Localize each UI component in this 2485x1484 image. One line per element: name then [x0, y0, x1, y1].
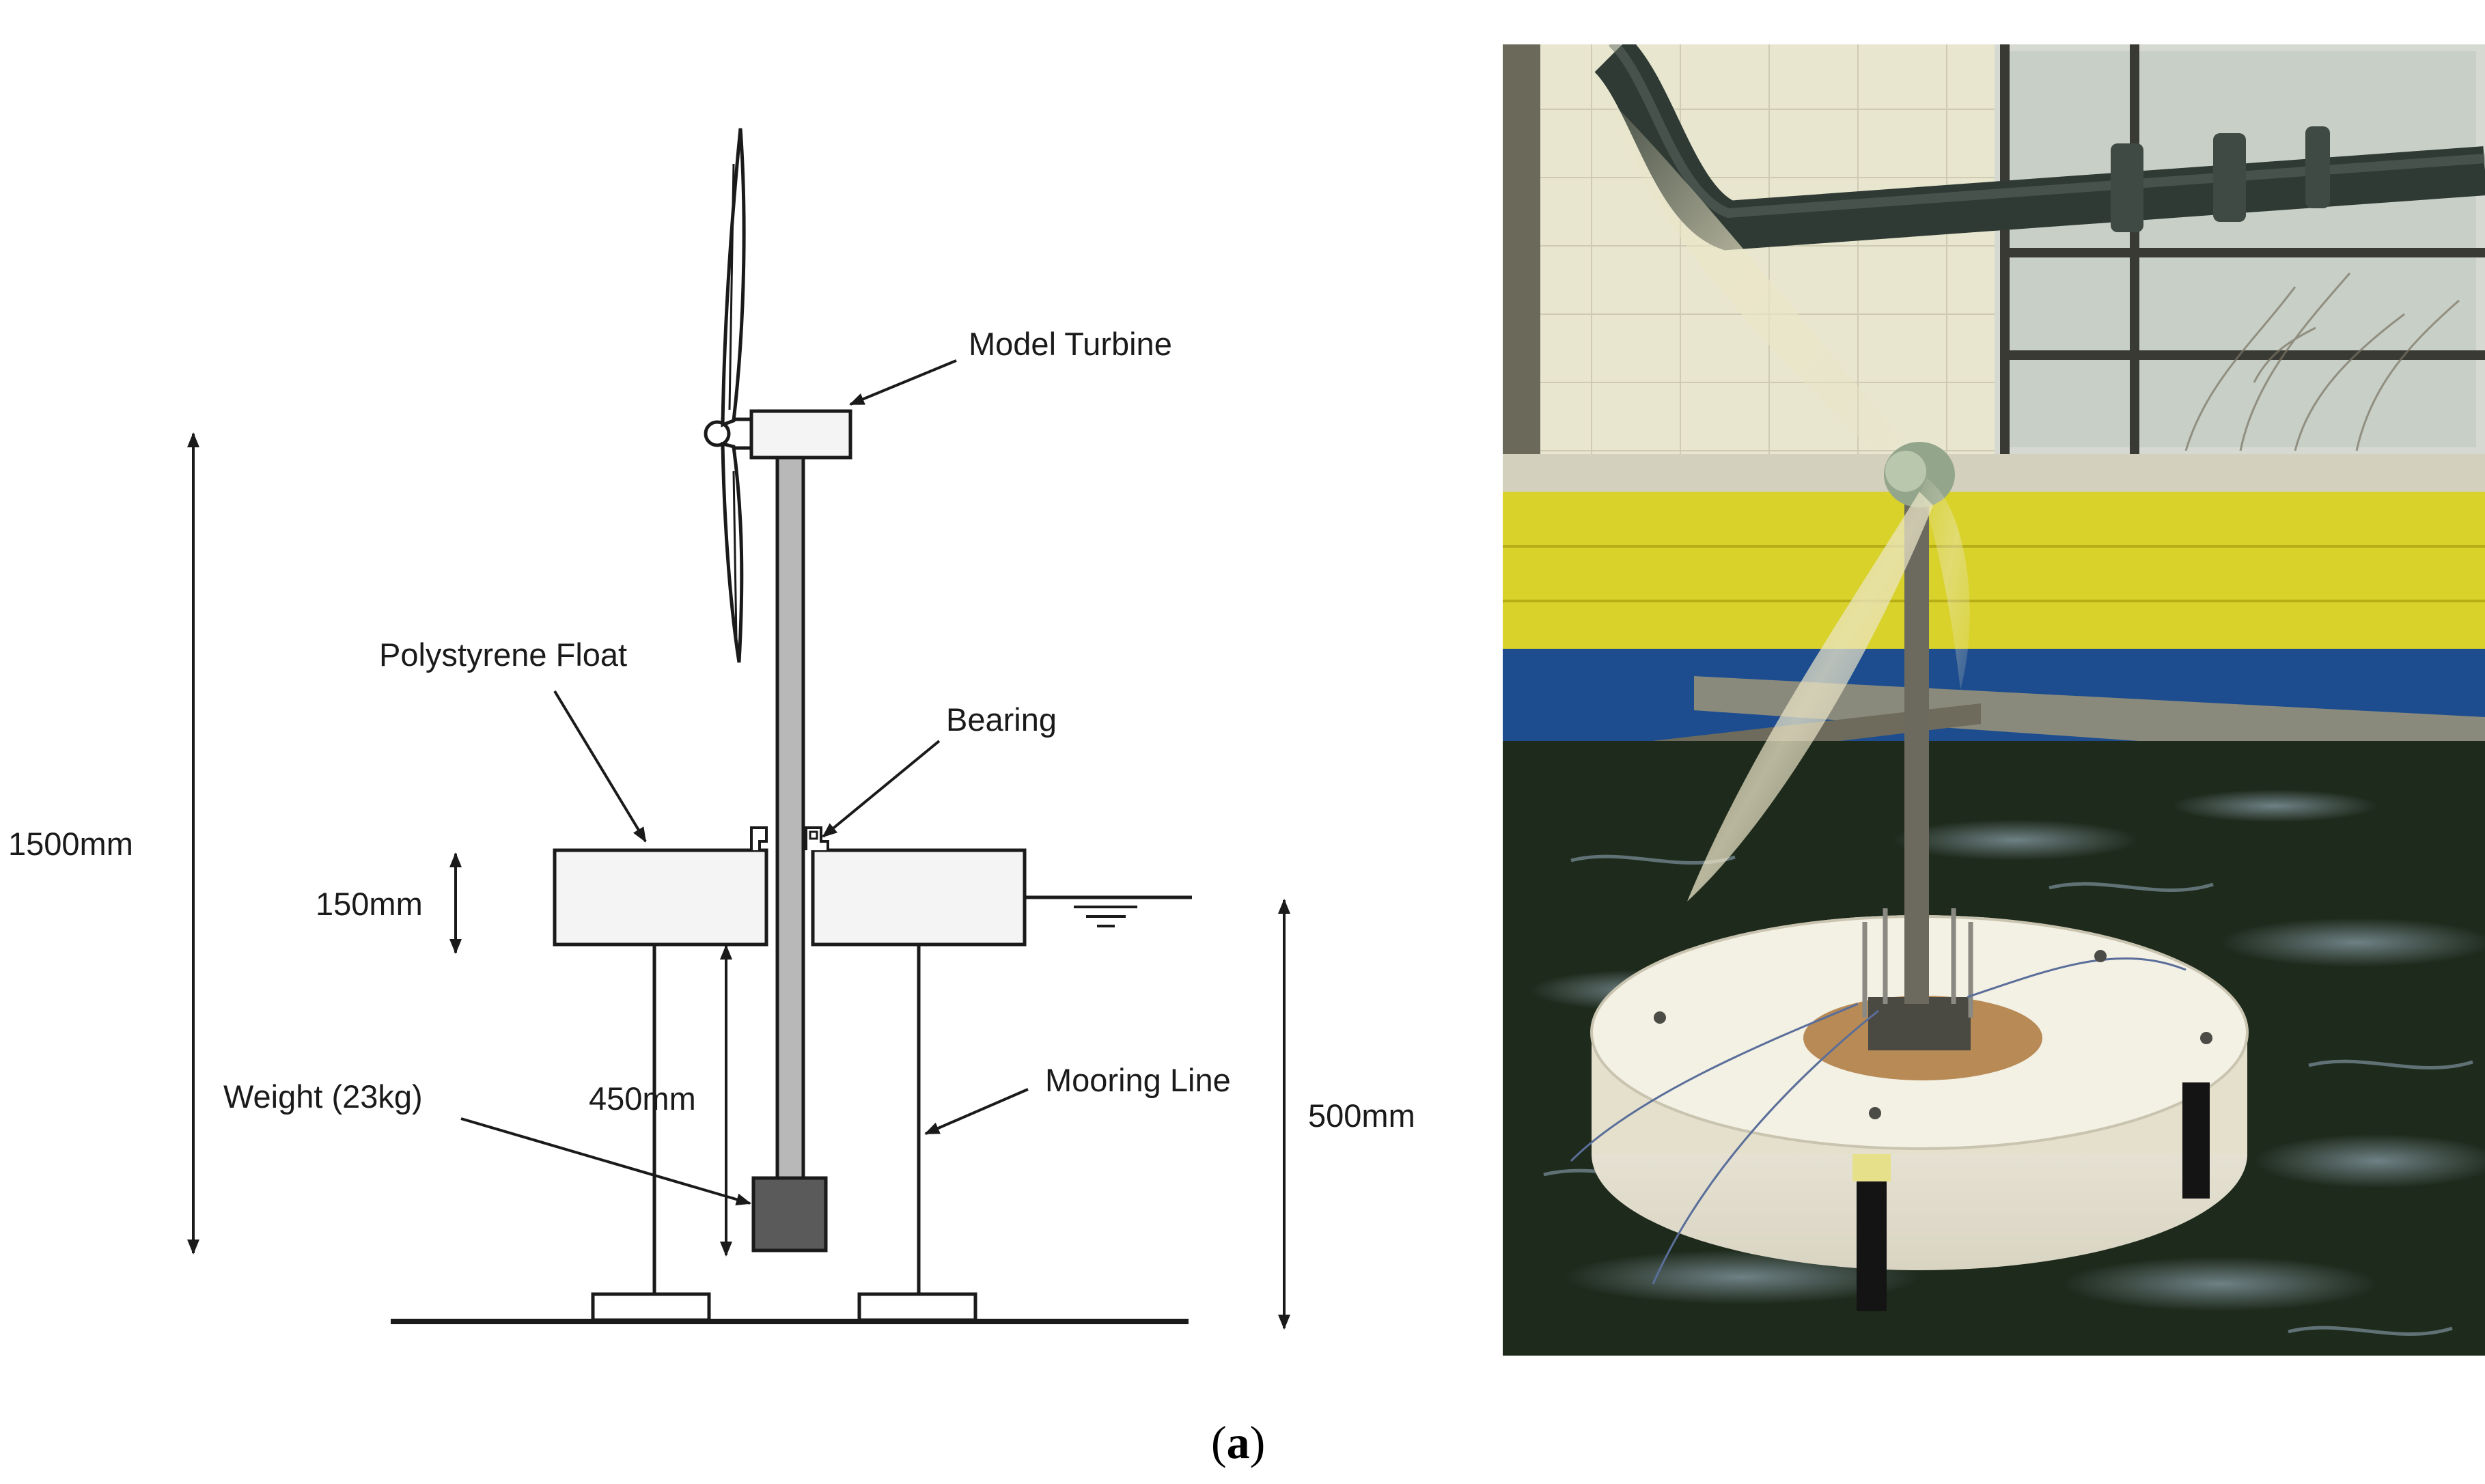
label-polystyrene-float: Polystyrene Float	[379, 636, 627, 673]
leader-mooring-line	[924, 1088, 1029, 1135]
dim-label-450: 450mm	[589, 1080, 696, 1117]
dim-label-500: 500mm	[1308, 1097, 1415, 1134]
dim-label-150: 150mm	[316, 886, 423, 922]
float-left	[553, 848, 768, 947]
spinner	[704, 420, 731, 447]
blade-lower	[721, 441, 744, 663]
schematic-diagram	[187, 128, 1290, 1330]
label-mooring-line: Mooring Line	[1045, 1062, 1231, 1098]
label-model-turbine: Model Turbine	[969, 326, 1172, 362]
nacelle	[749, 409, 852, 460]
leader-weight	[460, 1117, 751, 1206]
tank-wall	[1503, 492, 2485, 656]
tower	[775, 456, 805, 1180]
rotor-blur	[1612, 102, 1906, 451]
label-bearing: Bearing	[946, 701, 1057, 738]
dim-label-1500: 1500mm	[8, 826, 133, 862]
leader-model-turbine	[849, 359, 957, 406]
float-right	[811, 848, 1027, 947]
photo-tower	[1904, 478, 1929, 1004]
leader-bearing	[822, 740, 941, 838]
anchor-right	[857, 1292, 977, 1322]
figure-caption: (a)	[1211, 1416, 1265, 1468]
experiment-photo	[1503, 44, 2485, 1356]
leader-polystyrene-float	[553, 690, 647, 843]
blade-upper	[721, 128, 746, 428]
anchor-left	[591, 1292, 711, 1322]
ballast-weight	[751, 1176, 828, 1252]
bearing-left	[750, 826, 768, 850]
label-weight: Weight (23kg)	[223, 1078, 423, 1115]
